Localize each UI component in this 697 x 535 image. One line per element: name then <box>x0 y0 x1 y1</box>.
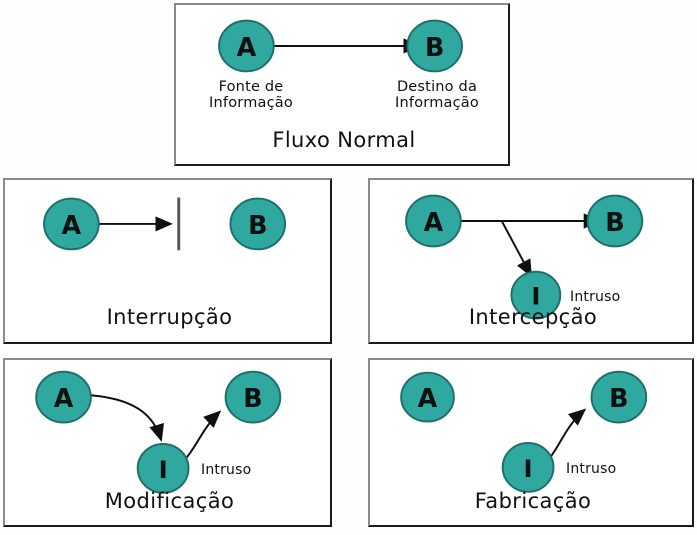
node-a <box>43 197 100 251</box>
node-b <box>590 370 648 424</box>
node-i <box>501 442 555 493</box>
panel-interrupcao-graphics: A B <box>43 197 287 251</box>
node-a-label: A <box>237 32 257 62</box>
panel-interrupcao-caption: Interrupção <box>106 305 233 329</box>
node-i-sublabel: Intruso <box>566 461 617 477</box>
node-i-label: I <box>159 455 168 484</box>
edge-a-to-i <box>500 220 532 278</box>
panel-intercepcao: A B I Intruso Intercepção <box>368 178 694 344</box>
node-a <box>35 370 92 424</box>
node-b <box>586 194 644 248</box>
node-b-label: B <box>248 210 267 240</box>
node-a-label: A <box>54 383 74 413</box>
panel-modificacao-graphics: A B I <box>35 370 282 494</box>
node-i-sublabel: Intruso <box>201 462 252 478</box>
panel-intercepcao-graphics: A B I <box>405 194 644 320</box>
node-i-label: I <box>531 282 540 311</box>
node-b-label: B <box>425 32 444 62</box>
edge-i-to-b <box>546 408 587 462</box>
panel-interrupcao: A B Interrupção <box>3 178 332 344</box>
node-a <box>218 19 275 73</box>
node-a-label: A <box>424 207 444 237</box>
node-i-label: I <box>524 454 533 483</box>
panel-modificacao: A B I Intruso Modificação <box>3 358 332 527</box>
edge-i-to-b <box>181 410 222 463</box>
node-b <box>406 19 463 73</box>
node-b-label: B <box>243 383 262 413</box>
panel-fluxo-normal-graphics: A B <box>218 19 463 73</box>
node-a-label: A <box>62 210 82 240</box>
panel-fabricacao-caption: Fabricação <box>474 489 592 513</box>
panel-fabricacao: A B I Intruso Fabricação <box>368 358 694 527</box>
panel-fabricacao-graphics: A B I <box>400 370 648 493</box>
node-b <box>224 370 282 424</box>
panel-intercepcao-caption: Intercepção <box>468 305 598 329</box>
node-a-label: A <box>418 383 438 413</box>
node-a <box>400 371 455 423</box>
edge-a-to-i <box>89 394 165 442</box>
node-b <box>229 197 287 251</box>
node-b-label: B <box>605 207 624 237</box>
node-b-label: B <box>609 383 628 413</box>
node-i-sublabel: Intruso <box>570 289 621 305</box>
node-a <box>405 194 462 248</box>
panel-modificacao-caption: Modificação <box>104 489 235 513</box>
node-i <box>510 270 562 320</box>
node-i <box>136 442 190 494</box>
panel-fluxo-normal-caption: Fluxo Normal <box>272 128 416 152</box>
